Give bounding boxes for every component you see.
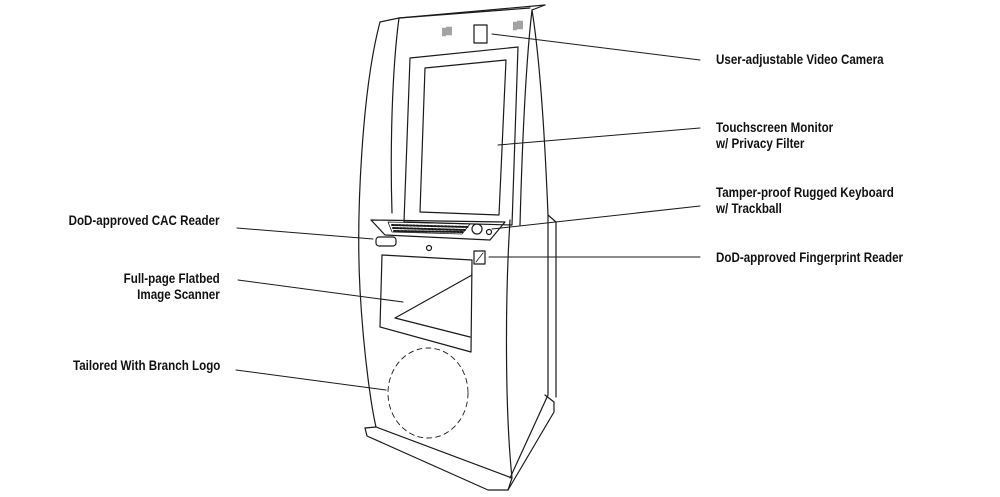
label-fingerprint-text: DoD-approved Fingerprint Reader [716, 250, 904, 265]
flatbed-scanner [379, 254, 473, 353]
leader-cac-reader [236, 227, 374, 240]
leader-touchscreen [497, 127, 701, 146]
label-logo-text: Tailored With Branch Logo [72, 358, 220, 373]
leader-scanner [237, 279, 404, 303]
trackball [471, 223, 483, 235]
label-cac-reader-text: DoD-approved CAC Reader [69, 213, 220, 228]
label-touchscreen-line1: Touchscreen Monitor [716, 120, 834, 135]
cac-reader-slot [375, 236, 397, 247]
kiosk-body [358, 4, 546, 479]
leader-logo [235, 369, 387, 391]
fingerprint-reader [473, 250, 486, 265]
label-touchscreen: Touchscreen Monitor w/ Privacy Filter [716, 120, 833, 152]
label-video-camera: User-adjustable Video Camera [716, 52, 884, 68]
label-video-camera-text: User-adjustable Video Camera [716, 52, 884, 67]
speaker-grille-right [513, 20, 523, 31]
label-keyboard: Tamper-proof Rugged Keyboard w/ Trackbal… [716, 185, 894, 217]
label-keyboard-line1: Tamper-proof Rugged Keyboard [716, 185, 894, 200]
touchscreen-monitor [403, 46, 519, 226]
leader-lines [235, 33, 701, 391]
kiosk-base [364, 394, 555, 491]
label-fingerprint: DoD-approved Fingerprint Reader [716, 250, 903, 266]
video-camera [473, 24, 488, 44]
label-scanner: Full-page Flatbed Image Scanner [124, 271, 220, 303]
speaker-grille-left [442, 26, 452, 37]
leader-video-camera [491, 33, 701, 61]
status-light [425, 244, 433, 252]
label-cac-reader: DoD-approved CAC Reader [69, 213, 220, 229]
branch-logo-area [387, 347, 469, 439]
keyboard-tray [370, 219, 506, 241]
label-keyboard-line2: w/ Trackball [716, 201, 782, 216]
label-touchscreen-line2: w/ Privacy Filter [716, 136, 805, 151]
label-scanner-line1: Full-page Flatbed [123, 271, 220, 286]
label-scanner-line2: Image Scanner [137, 287, 220, 302]
trackball-button [485, 228, 493, 236]
leader-keyboard [491, 205, 701, 230]
label-logo: Tailored With Branch Logo [73, 358, 220, 374]
